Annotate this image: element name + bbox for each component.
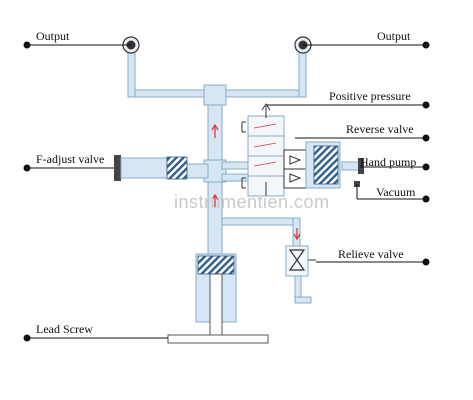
pipe-relieve-horizontal	[221, 217, 301, 226]
pipe-left-riser	[127, 49, 136, 98]
hand-pump-shaft	[341, 161, 361, 171]
relieve-valve	[285, 245, 316, 277]
pipe-relieve-outlet-foot	[294, 296, 312, 304]
check-valve-lower-icon	[289, 173, 302, 183]
flow-arrow-upper	[211, 123, 219, 138]
label-relieve-valve: Relieve valve	[338, 247, 404, 261]
pipe-f-adjust	[185, 163, 209, 179]
label-vacuum: Vacuum	[376, 185, 416, 199]
hand-pump-piston	[313, 145, 339, 185]
relieve-valve-icon	[288, 249, 306, 271]
f-adjust-valve	[114, 155, 188, 181]
lead-screw-cylinder	[167, 253, 269, 344]
label-output-right: Output	[377, 29, 411, 43]
flow-arrow-relieve	[293, 228, 301, 241]
label-f-adjust-valve: F-adjust valve	[36, 152, 104, 166]
pressure-control-block	[241, 103, 285, 197]
label-positive-pressure: Positive pressure	[329, 89, 411, 103]
tee-block-top	[203, 84, 227, 106]
label-hand-pump: Hand pump	[360, 155, 416, 169]
pipe-network	[127, 49, 361, 304]
f-adjust-handle	[114, 155, 121, 181]
cylinder-rod	[209, 273, 223, 339]
label-lead-screw: Lead Screw	[36, 322, 93, 336]
lead-screw-bar	[167, 334, 269, 344]
leader-lines	[27, 44, 426, 339]
watermark-text: instrumentien.com	[174, 192, 330, 212]
label-reverse-valve: Reverse valve	[346, 122, 414, 136]
flow-arrow-lower	[211, 193, 219, 208]
pipe-right-riser	[298, 49, 307, 98]
f-adjust-piston	[166, 156, 188, 180]
f-adjust-body	[120, 157, 168, 179]
cylinder-piston	[197, 255, 235, 275]
hand-pump-knob	[358, 158, 364, 174]
label-output-left: Output	[36, 29, 70, 43]
leader-dots	[23, 41, 430, 342]
check-valve-upper-icon	[289, 155, 302, 165]
